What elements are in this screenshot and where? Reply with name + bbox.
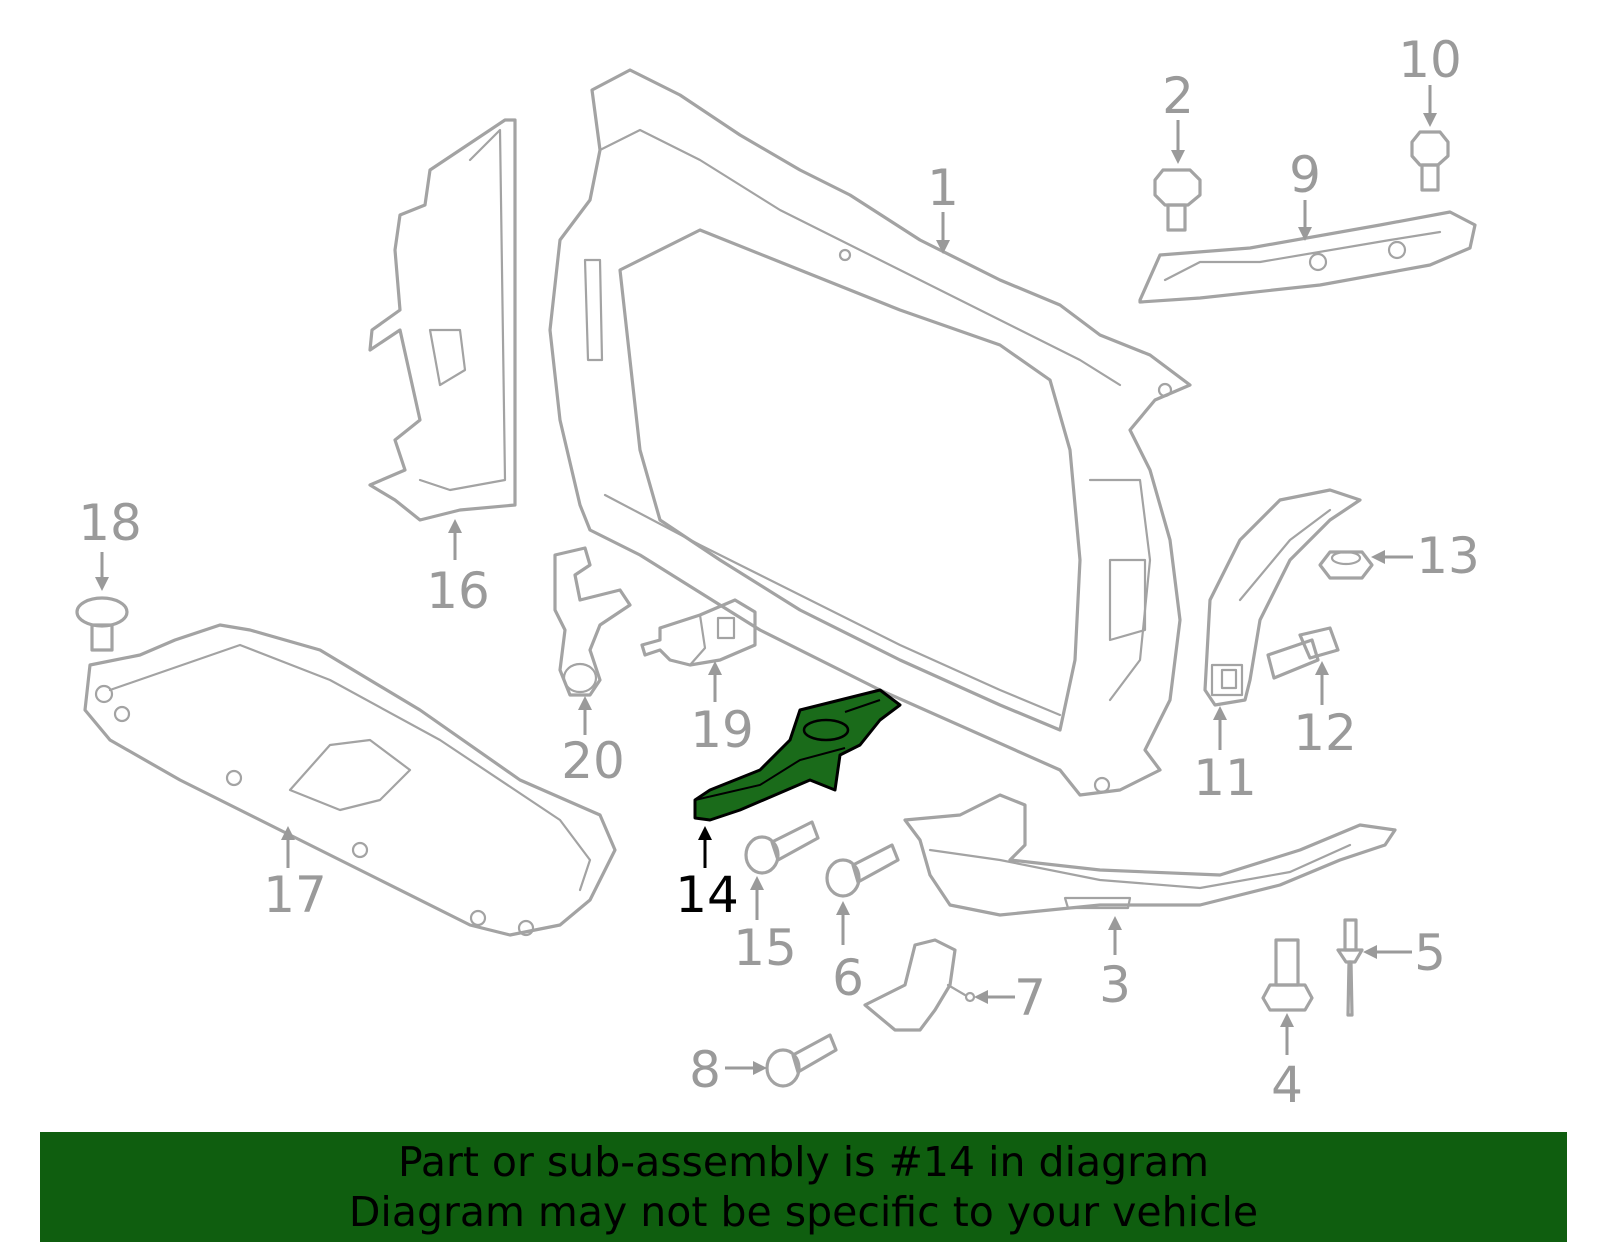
part-14-highlighted[interactable] <box>693 688 902 822</box>
part-19-sensor[interactable] <box>640 598 757 667</box>
callout-18: 18 <box>78 494 142 552</box>
part-10-bolt[interactable] <box>1410 130 1450 192</box>
callout-19: 19 <box>690 701 754 759</box>
part-1-radiator-support[interactable] <box>548 68 1192 797</box>
callout-10: 10 <box>1398 31 1462 89</box>
callout-14: 14 <box>675 866 739 924</box>
part-7-bracket[interactable] <box>863 938 976 1032</box>
callout-8: 8 <box>689 1041 721 1099</box>
part-16-air-deflector[interactable] <box>368 118 517 522</box>
part-6-bolt[interactable] <box>825 843 900 898</box>
leader-arrows <box>95 85 1437 1075</box>
part-13-nut[interactable] <box>1318 550 1374 580</box>
callout-15: 15 <box>733 919 797 977</box>
part-12-bolt[interactable] <box>1266 626 1340 680</box>
part-11-side-bracket[interactable] <box>1203 488 1362 707</box>
callout-12: 12 <box>1293 704 1357 762</box>
callout-3: 3 <box>1099 956 1131 1014</box>
callout-13: 13 <box>1416 527 1480 585</box>
part-2-bolt[interactable] <box>1153 168 1202 232</box>
callout-11: 11 <box>1193 749 1257 807</box>
callout-16: 16 <box>426 562 490 620</box>
part-4-bolt[interactable] <box>1261 938 1314 1012</box>
part-18-clip[interactable] <box>75 596 129 652</box>
callout-4: 4 <box>1271 1056 1303 1114</box>
parts-diagram: 1 2 3 4 5 6 7 8 9 10 11 12 13 14 15 16 1… <box>75 31 1480 1114</box>
banner-line-part-number: Part or sub-assembly is #14 in diagram <box>397 1138 1210 1186</box>
callout-7: 7 <box>1014 969 1046 1027</box>
callout-9: 9 <box>1289 146 1321 204</box>
callout-20: 20 <box>561 732 625 790</box>
callout-1: 1 <box>927 159 959 217</box>
info-banner: Part or sub-assembly is #14 in diagram D… <box>40 1132 1567 1242</box>
banner-line-disclaimer: Diagram may not be specific to your vehi… <box>348 1188 1259 1236</box>
part-9-upper-bracket[interactable] <box>1138 210 1477 304</box>
part-15-bolt[interactable] <box>744 820 820 875</box>
part-17-splash-shield[interactable] <box>83 623 617 937</box>
part-3-lower-bracket[interactable] <box>903 793 1397 917</box>
callout-5: 5 <box>1414 924 1446 982</box>
part-5-rivet[interactable] <box>1336 918 1364 1017</box>
callout-2: 2 <box>1162 67 1194 125</box>
part-20-bracket[interactable] <box>553 546 632 697</box>
callout-6: 6 <box>832 949 864 1007</box>
part-8-bolt[interactable] <box>765 1033 838 1088</box>
callout-17: 17 <box>263 866 327 924</box>
